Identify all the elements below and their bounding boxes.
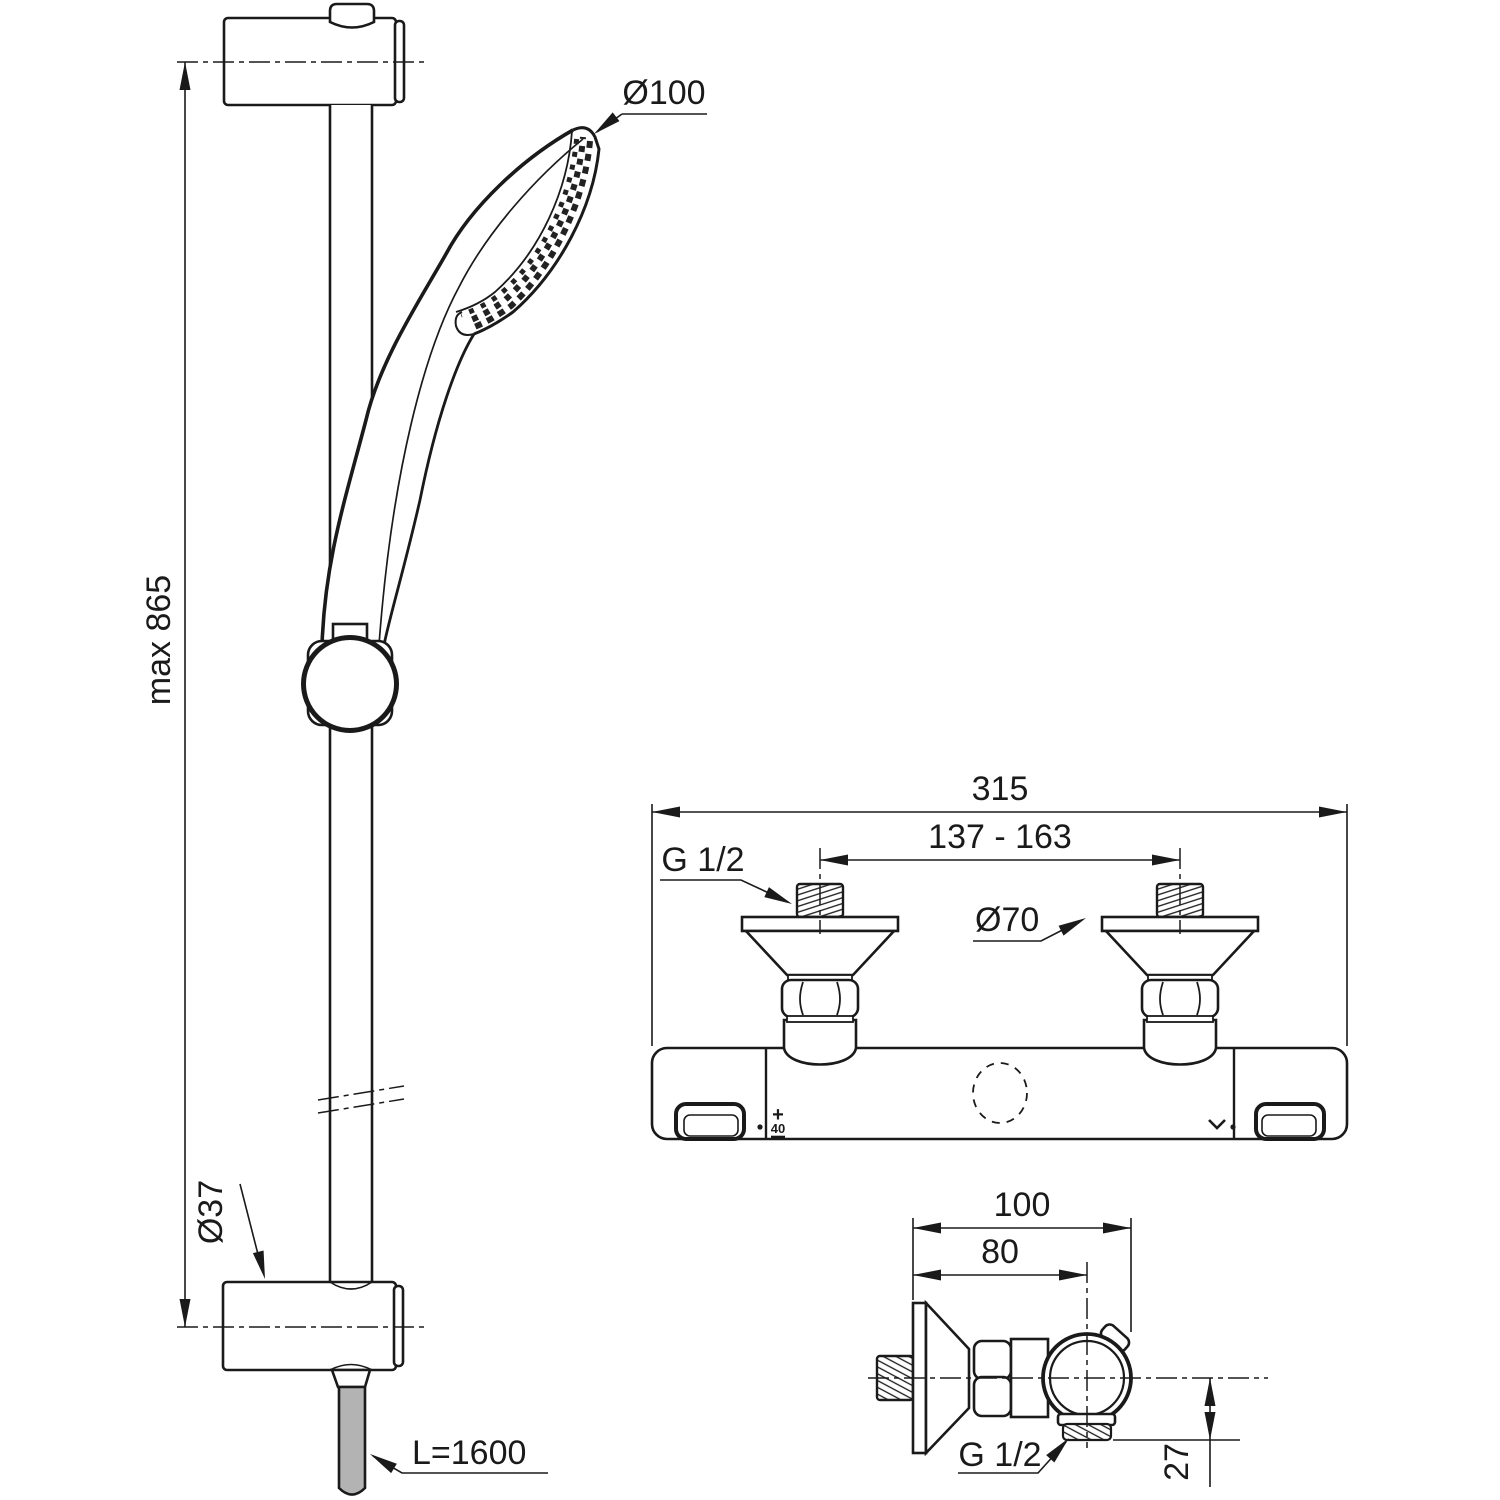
flow-chevron-icon [1208, 1119, 1226, 1130]
dim-depth-total: 100 [912, 1186, 1132, 1332]
flow-handle [1208, 1102, 1326, 1141]
label-inlet-thread: G 1/2 [660, 841, 795, 909]
hose-connector [330, 1368, 372, 1389]
handle-seam-line [378, 138, 584, 646]
mixer-body-front [650, 1046, 1349, 1141]
label-outlet-thread: G 1/2 [958, 1434, 1074, 1474]
dim-inlet-spacing: 137 - 163 [820, 818, 1180, 866]
temp-index-dot [757, 1124, 763, 1130]
rail-top-cap [328, 2, 376, 29]
head-plate-end [454, 311, 475, 336]
dim-outlet-drop: 27 [1113, 1378, 1240, 1487]
label-hose-length: L=1600 [367, 1434, 548, 1474]
inlet-right [1100, 846, 1260, 1066]
temp-40-stop-mark: 40 [771, 1121, 785, 1136]
outlet-thread-label: G 1/2 [958, 1436, 1041, 1474]
inlet-thread-label: G 1/2 [661, 841, 744, 879]
head-face-edge [473, 126, 601, 336]
temperature-handle: + 40 [674, 1102, 785, 1141]
rail-break-marks [317, 1085, 405, 1114]
mixer-side-view: 100 80 27 G 1/2 [868, 1186, 1268, 1487]
side-hex-nut [972, 1339, 1013, 1418]
inlet-left [740, 846, 900, 1066]
dim-overall-width-label: 315 [972, 770, 1029, 808]
handle-back-edge [320, 128, 574, 646]
slider-knob [301, 635, 399, 733]
label-bracket-diameter: Ø37 [192, 1180, 271, 1281]
hand-shower [320, 126, 601, 646]
dim-inlet-spacing-label: 137 - 163 [928, 818, 1072, 856]
flow-index-dot [1230, 1124, 1236, 1130]
shower-hose [337, 1385, 367, 1496]
label-head-diameter: Ø100 [590, 74, 707, 139]
temperature-grip [674, 1102, 746, 1141]
slider-holder [301, 622, 399, 733]
label-escutcheon-diameter: Ø70 [973, 901, 1089, 942]
bracket-diameter-label: Ø37 [192, 1180, 230, 1244]
dim-depth-total-label: 100 [994, 1186, 1051, 1224]
nozzle-dots [460, 133, 593, 331]
dim-depth-to-center-label: 80 [981, 1233, 1019, 1271]
wall-bracket-bottom [221, 1280, 405, 1389]
escutcheon-diameter-label: Ø70 [975, 901, 1039, 939]
flow-grip [1254, 1102, 1326, 1141]
shower-outlet-mark [972, 1062, 1028, 1124]
dim-max-height: max 865 [140, 62, 191, 1327]
mixer-front-view: + 40 315 137 - 163 [650, 770, 1349, 1141]
head-rim-line [455, 130, 573, 313]
dim-outlet-drop-label: 27 [1158, 1443, 1196, 1481]
temp-plus-mark: + [772, 1104, 784, 1126]
dim-max-height-label: max 865 [140, 575, 178, 705]
head-diameter-label: Ø100 [622, 74, 705, 112]
wall-bracket-top [222, 2, 406, 112]
dim-overall-width: 315 [651, 770, 1348, 1046]
handle-front-edge [382, 333, 476, 646]
hose-length-label: L=1600 [412, 1434, 526, 1472]
dim-depth-to-center: 80 [913, 1233, 1087, 1281]
shower-rail-view: max 865 Ø100 Ø37 L=1600 [140, 2, 707, 1496]
